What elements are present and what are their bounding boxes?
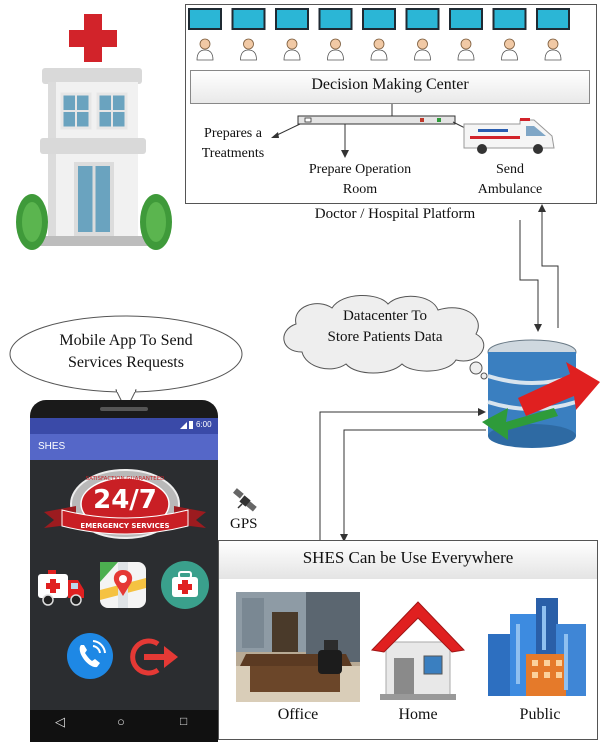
ambulance-app-icon[interactable]	[36, 564, 86, 608]
doctor-workstation	[362, 8, 396, 61]
doctor-workstation	[405, 8, 440, 61]
nav-recents-icon[interactable]: □	[180, 714, 188, 728]
action-send-ambulance-label: Send Ambulance	[477, 162, 543, 197]
place-home-label: Home	[398, 706, 438, 723]
phone-speaker	[100, 407, 148, 411]
nav-back-icon[interactable]: ◁	[55, 714, 65, 729]
decision-center-label: Decision Making Center	[311, 76, 469, 93]
ambulance-icon	[463, 118, 555, 154]
maps-app-icon[interactable]	[100, 562, 146, 608]
gps-label: GPS	[230, 516, 258, 532]
medical-kit-app-icon[interactable]	[160, 560, 210, 610]
signal-icon	[180, 422, 187, 429]
doctor-workstation	[536, 8, 570, 61]
phone-status-bar	[30, 418, 218, 434]
everywhere-title: SHES Can be Use Everywhere	[302, 548, 514, 567]
doctor-workstations-row	[188, 8, 570, 61]
doctor-workstation	[231, 8, 266, 61]
doctor-workstation	[188, 8, 222, 61]
phone-status-time: 6:00	[196, 420, 212, 429]
action-treatments-label: Prepares a Treatments	[201, 126, 265, 161]
hospital-platform-box	[185, 4, 597, 204]
doctor-workstation	[449, 8, 483, 61]
phone-call-app-icon[interactable]	[66, 632, 114, 680]
database-everywhere-arrows	[319, 408, 486, 542]
badge-main-text: 24/7	[93, 485, 157, 515]
place-office-label: Office	[277, 706, 319, 723]
mobile-app-bubble	[9, 315, 243, 412]
hospital-building-icon	[16, 14, 172, 250]
office-icon	[236, 592, 360, 702]
nav-home-icon[interactable]: ○	[117, 714, 125, 729]
doctor-workstation	[492, 8, 527, 61]
battery-icon	[189, 421, 193, 429]
emergency-badge-icon: 24/7 SATISFACTION GUARANTEED EMERGENCY S…	[44, 469, 206, 539]
home-icon	[370, 601, 466, 700]
datacenter-label: Datacenter To Store Patients Data	[327, 308, 443, 345]
platform-footer-label: Doctor / Hospital Platform	[314, 206, 476, 222]
public-buildings-icon	[488, 598, 586, 696]
everywhere-title-bar	[219, 541, 597, 579]
platform-database-arrows	[519, 204, 559, 332]
mobile-app-bubble-label: Mobile App To Send Services Requests	[59, 332, 193, 371]
decision-center-box	[190, 70, 590, 104]
doctor-workstation	[318, 8, 353, 61]
phone-nav-bar	[30, 710, 218, 742]
app-toolbar	[30, 434, 218, 460]
logout-app-icon[interactable]	[128, 634, 180, 680]
doctor-workstation	[275, 8, 309, 61]
badge-ribbon-text: EMERGENCY SERVICES	[80, 522, 169, 530]
database-server-icon	[482, 339, 600, 448]
action-operation-room-label: Prepare Operation Room	[308, 162, 412, 197]
datacenter-cloud	[283, 294, 488, 380]
app-title: SHES	[38, 441, 66, 452]
gps-satellite-icon	[233, 488, 257, 512]
place-public-label: Public	[519, 706, 561, 723]
badge-top-text: SATISFACTION GUARANTEED	[86, 476, 165, 482]
